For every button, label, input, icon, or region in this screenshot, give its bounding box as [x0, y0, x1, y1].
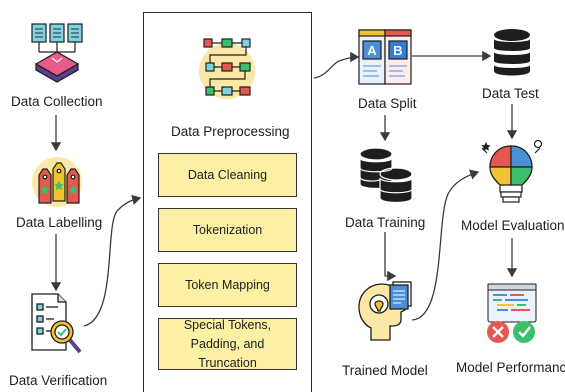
database-stack-icon	[359, 147, 413, 204]
trained-model-label: Trained Model	[342, 363, 428, 378]
head-brain-document-icon	[358, 281, 412, 341]
arrow-verification-to-preprocessing	[83, 194, 142, 327]
data-collection-label: Data Collection	[11, 94, 103, 109]
data-test-label: Data Test	[482, 86, 539, 101]
model-evaluation-label: Model Evaluation	[461, 218, 565, 233]
data-split-label: Data Split	[358, 96, 417, 111]
arrow-preprocessing-to-split	[313, 51, 360, 79]
data-training-label: Data Training	[345, 215, 426, 230]
data-verification-label: Data Verification	[9, 373, 108, 388]
pipeline-flowchart-icon	[199, 38, 255, 99]
split-b-letter: B	[393, 43, 402, 58]
split-a-letter: A	[367, 43, 377, 58]
step-tokenization: Tokenization	[158, 208, 297, 252]
model-performance-label: Model Performance	[456, 360, 565, 375]
data-labelling-label: Data Labelling	[16, 215, 103, 230]
code-screen-check-cross-icon	[487, 283, 537, 343]
step-data-cleaning: Data Cleaning	[158, 153, 297, 197]
step-token-mapping: Token Mapping	[158, 263, 297, 307]
lightbulb-puzzle-icon	[481, 140, 542, 203]
step-special-tokens: Special Tokens, Padding, and Truncation	[158, 318, 297, 370]
documents-to-database-icon	[31, 23, 83, 83]
arrow-training-to-trained-model	[384, 232, 397, 282]
ab-split-icon: A B	[358, 29, 412, 85]
price-tags-icon	[32, 157, 82, 207]
arrow-trained-model-to-evaluation	[411, 169, 480, 321]
database-icon	[494, 29, 530, 76]
document-magnifier-check-icon	[31, 293, 82, 354]
data-preprocessing-label: Data Preprocessing	[171, 124, 290, 139]
